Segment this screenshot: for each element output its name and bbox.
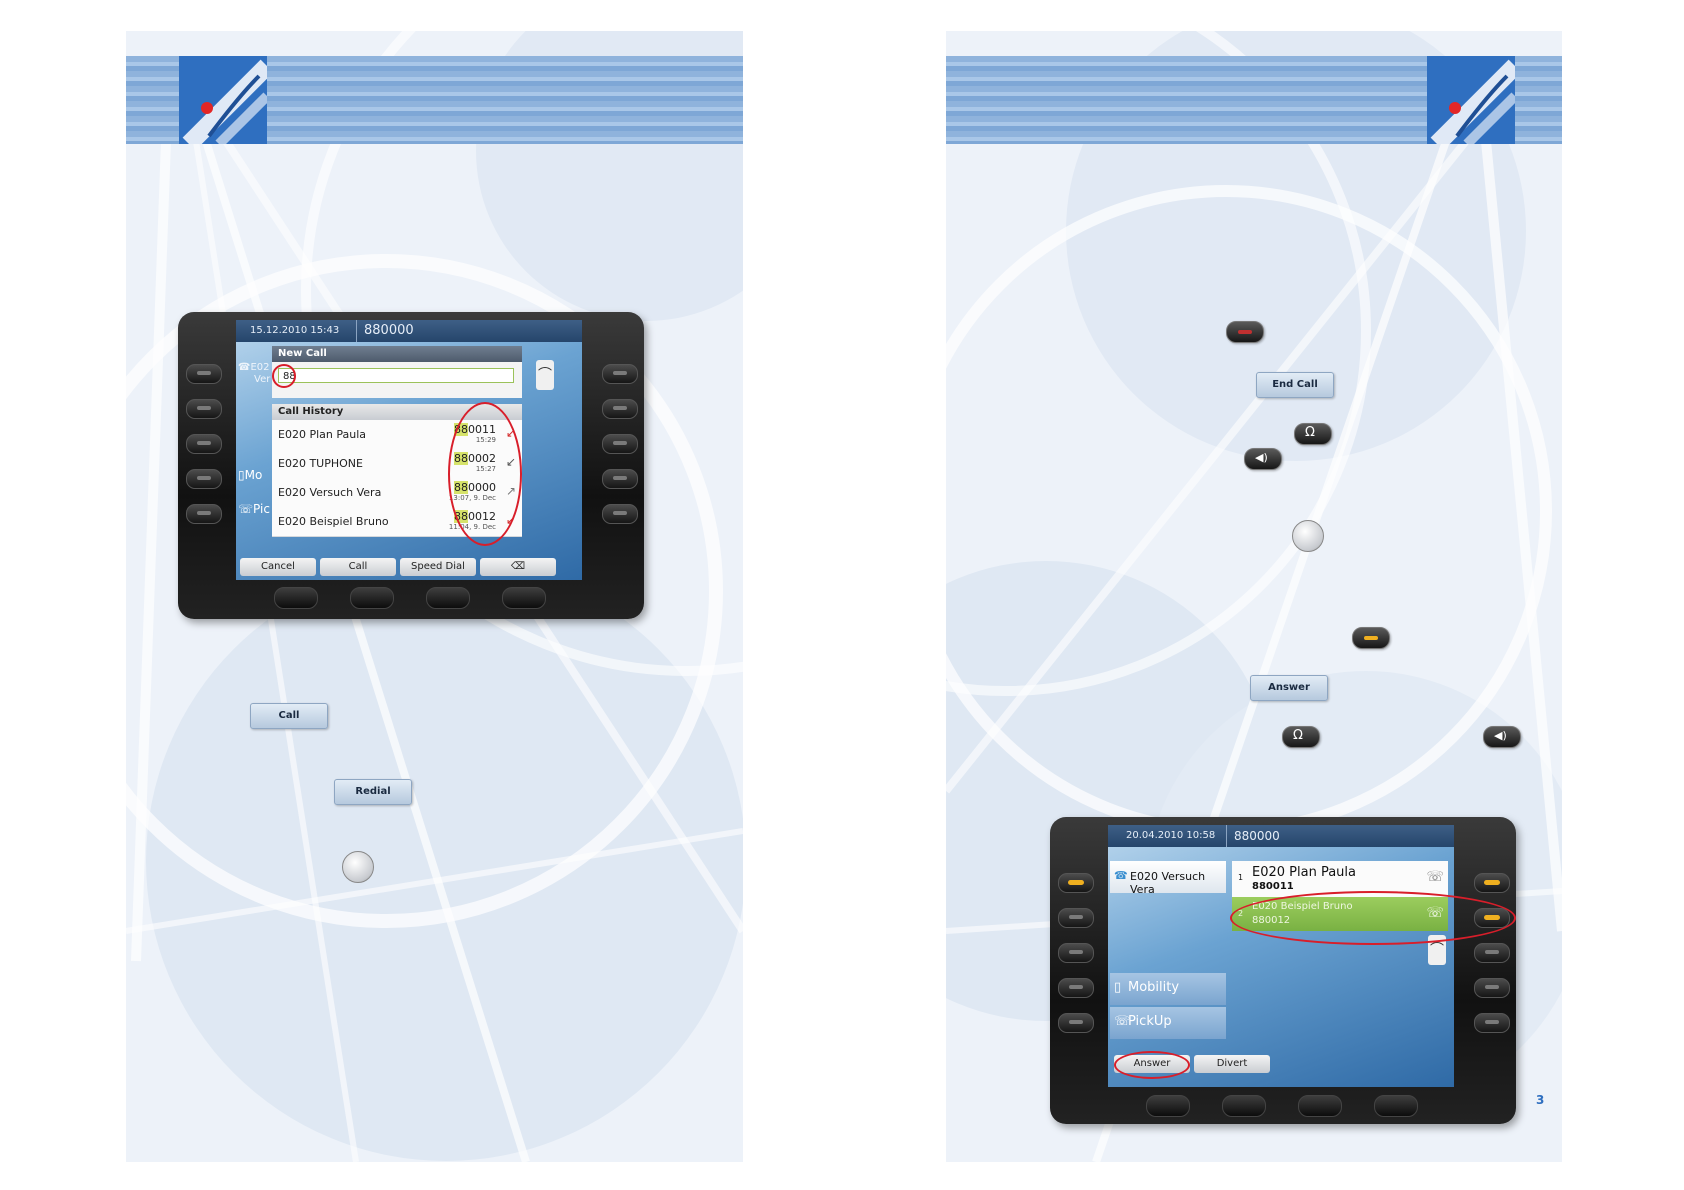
left-page: 15.12.2010 15:43 880000 ☎E02 Ver ▯Mo ☏Pi… — [126, 31, 743, 1162]
history-name: E020 Plan Paula — [278, 428, 366, 441]
pickup-icon: ☏ — [1114, 1014, 1131, 1029]
left-line-key-4[interactable] — [1058, 978, 1094, 998]
right-line-key-1[interactable] — [1474, 873, 1510, 893]
history-name: E020 Beispiel Bruno — [278, 515, 389, 528]
tuphone-logo-icon — [179, 56, 267, 144]
right-line-key-2[interactable] — [602, 399, 638, 419]
bottom-key-1[interactable] — [1146, 1095, 1190, 1117]
right-page: End Call Ω ◀) Answer Ω ◀) 20.04.2010 10:… — [946, 31, 1562, 1162]
status-bar: 15.12.2010 15:43 880000 — [236, 320, 582, 342]
softkey-speed-dial[interactable]: Speed Dial — [400, 558, 476, 576]
call-number: 880011 — [1252, 881, 1294, 892]
phone-icon: ☎ — [238, 362, 251, 373]
softkey-call[interactable]: Call — [320, 558, 396, 576]
bottom-key-2[interactable] — [1222, 1095, 1266, 1117]
mobile-icon: ▯ — [238, 468, 245, 482]
hook-flash-icon[interactable] — [342, 851, 374, 883]
page-number: 3 — [1536, 1093, 1545, 1107]
answer-button[interactable]: Answer — [1250, 675, 1328, 701]
call-history-header: Call History — [272, 404, 522, 420]
right-line-key-3[interactable] — [602, 434, 638, 454]
menu-mobility[interactable]: ▯ Mobility — [1110, 973, 1226, 1005]
softkey-divert[interactable]: Divert — [1194, 1055, 1270, 1073]
softkey-cancel[interactable]: Cancel — [240, 558, 316, 576]
left-line-key-1[interactable] — [186, 364, 222, 384]
left-line-key-5[interactable] — [1058, 1013, 1094, 1033]
phone-icon: ☎ — [1114, 869, 1128, 882]
divider — [1226, 825, 1227, 847]
status-bar: 20.04.2010 10:58 880000 — [1108, 825, 1454, 847]
ringing-icon: ☏ — [1426, 869, 1444, 885]
bottom-key-4[interactable] — [1374, 1095, 1418, 1117]
call-button[interactable]: Call — [250, 703, 328, 729]
line-key-icon[interactable] — [1352, 627, 1390, 649]
left-line-key-3[interactable] — [186, 434, 222, 454]
handset-icon[interactable]: ⌒ — [536, 360, 554, 390]
right-line-key-1[interactable] — [602, 364, 638, 384]
dial-input[interactable]: 88 — [278, 368, 514, 383]
left-line-key-5[interactable] — [186, 504, 222, 524]
left-line-key-2[interactable] — [1058, 908, 1094, 928]
call-name: E020 Plan Paula — [1252, 865, 1356, 880]
new-call-header: New Call — [272, 346, 522, 362]
softkey-backspace[interactable]: ⌫ — [480, 558, 556, 576]
left-line-key-2[interactable] — [186, 399, 222, 419]
handset-icon[interactable]: ⌒ — [1428, 935, 1446, 965]
menu-mobility-partial[interactable]: ▯Mo — [238, 468, 263, 482]
right-line-key-4[interactable] — [1474, 978, 1510, 998]
headset-key-icon[interactable]: Ω — [1282, 726, 1320, 748]
bottom-key-4[interactable] — [502, 587, 546, 609]
highlight-ring-input — [272, 364, 296, 388]
divider — [356, 320, 357, 342]
own-number: 880000 — [364, 323, 414, 338]
highlight-ring-answer — [1114, 1051, 1190, 1079]
menu-pickup[interactable]: ☏ PickUp — [1110, 1007, 1226, 1039]
own-line-tile[interactable]: ☎ E020 Versuch Vera — [1110, 861, 1226, 896]
line-label-e0: ☎E02 — [238, 362, 270, 373]
mobile-icon: ▯ — [1114, 980, 1122, 995]
highlight-ring-numbers — [448, 402, 522, 546]
datetime: 20.04.2010 10:58 — [1126, 830, 1216, 841]
phone-device: 15.12.2010 15:43 880000 ☎E02 Ver ▯Mo ☏Pi… — [178, 312, 644, 619]
own-line-name: E020 Versuch Vera — [1130, 870, 1206, 896]
left-line-key-1[interactable] — [1058, 873, 1094, 893]
right-line-key-5[interactable] — [1474, 1013, 1510, 1033]
highlight-ring-call-2 — [1230, 891, 1516, 945]
bottom-key-2[interactable] — [350, 587, 394, 609]
end-call-button[interactable]: End Call — [1256, 372, 1334, 398]
left-line-key-3[interactable] — [1058, 943, 1094, 963]
left-line-key-4[interactable] — [186, 469, 222, 489]
history-name: E020 Versuch Vera — [278, 486, 382, 499]
call-item-1[interactable]: 1 E020 Plan Paula 880011 ☏ — [1232, 861, 1448, 897]
right-line-key-4[interactable] — [602, 469, 638, 489]
new-call-panel: 88 — [272, 362, 522, 398]
bottom-key-1[interactable] — [274, 587, 318, 609]
pickup-icon: ☏ — [238, 502, 254, 516]
end-call-key-icon[interactable] — [1226, 321, 1264, 343]
history-name: E020 TUPHONE — [278, 457, 363, 470]
bottom-key-3[interactable] — [426, 587, 470, 609]
phone-screen: 20.04.2010 10:58 880000 ☎ E020 Versuch V… — [1108, 825, 1454, 1087]
phone-device: 20.04.2010 10:58 880000 ☎ E020 Versuch V… — [1050, 817, 1516, 1124]
right-line-key-3[interactable] — [1474, 943, 1510, 963]
phone-screen: 15.12.2010 15:43 880000 ☎E02 Ver ▯Mo ☏Pi… — [236, 320, 582, 580]
right-line-key-5[interactable] — [602, 504, 638, 524]
speaker-key-icon[interactable]: ◀) — [1483, 726, 1521, 748]
tuphone-logo-icon — [1427, 56, 1515, 144]
menu-pickup-partial[interactable]: ☏Pic — [238, 502, 270, 516]
own-number: 880000 — [1234, 829, 1280, 843]
line-label-ver: Ver — [254, 374, 271, 385]
handset-key-icon[interactable] — [1292, 520, 1324, 552]
bottom-key-3[interactable] — [1298, 1095, 1342, 1117]
speaker-key-icon[interactable]: ◀) — [1244, 448, 1282, 470]
headset-key-icon[interactable]: Ω — [1294, 423, 1332, 445]
redial-button[interactable]: Redial — [334, 779, 412, 805]
datetime: 15.12.2010 15:43 — [250, 325, 340, 336]
